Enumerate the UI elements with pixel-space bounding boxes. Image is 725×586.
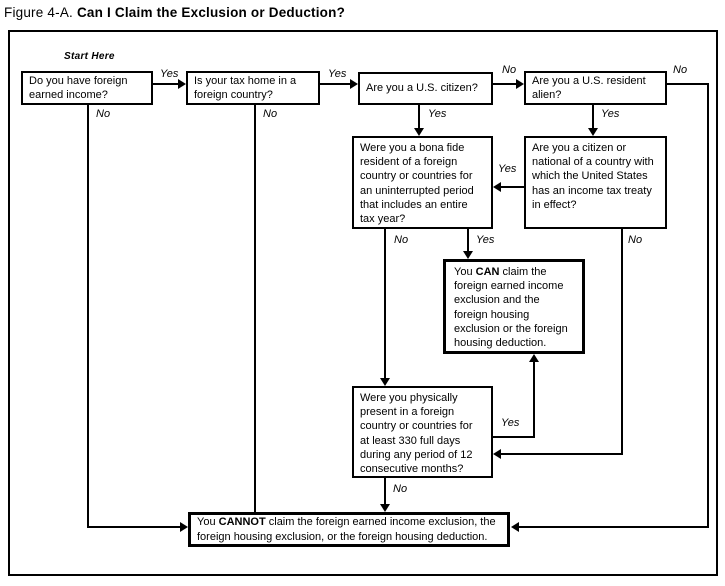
edge-physical-presence-yes-label: Yes [501,417,520,429]
edge-resident-alien-no-arrowhead [511,522,519,532]
outcome-can-pre: You [454,266,476,278]
decision-box-tax-treaty: Are you a citizen or national of a count… [524,136,667,229]
outcome-cannot-claim-text: You CANNOT claim the foreign earned inco… [197,515,503,543]
edge-tax-home-yes-line [320,83,350,85]
edge-us-citizen-yes-line [418,104,420,128]
edge-tax-home-yes-arrowhead [350,79,358,89]
decision-box-us-citizen: Are you a U.S. citizen? [358,72,493,105]
edge-resident-alien-yes-label: Yes [601,108,620,120]
decision-box-resident-alien-text: Are you a U.S. resident alien? [532,74,646,101]
decision-box-physical-presence: Were you physically present in a foreign… [352,386,493,478]
outcome-can-emphasis: CAN [475,266,500,278]
edge-bona-fide-no-line [384,229,386,378]
decision-box-tax-home: Is your tax home in a foreign country? [186,71,320,105]
edge-foreign-income-yes-arrowhead [178,79,186,89]
edge-treaty-no-arrowhead [493,449,501,459]
outcome-can-post: claim the foreign earned income exclusio… [454,266,568,349]
edge-treaty-yes-arrowhead [493,182,501,192]
edge-resident-alien-yes-arrowhead [588,128,598,136]
edge-treaty-no-line-horizontal [501,453,623,455]
decision-box-bona-fide-residence-text: Were you a bona fide resident of a forei… [360,142,474,225]
edge-resident-alien-yes-line [592,104,594,128]
decision-box-us-citizen-text: Are you a U.S. citizen? [366,82,478,95]
outcome-box-can-claim: You CAN claim the foreign earned income … [443,259,585,354]
edge-bona-fide-yes-line [467,229,469,252]
edge-resident-alien-no-line-vertical [707,83,709,527]
edge-us-citizen-no-label: No [502,64,517,76]
edge-bona-fide-yes-label: Yes [476,234,495,246]
edge-foreign-income-yes-label: Yes [160,68,179,80]
edge-foreign-income-yes-line [153,83,178,85]
decision-box-resident-alien: Are you a U.S. resident alien? [524,71,667,105]
edge-us-citizen-no-line [493,83,516,85]
edge-physical-presence-yes-line-horizontal [493,436,535,438]
outcome-cannot-pre: You [197,516,219,529]
edge-bona-fide-yes-arrowhead [463,251,473,259]
edge-physical-presence-yes-line-vertical [533,362,535,438]
edge-foreign-income-no-arrowhead [180,522,188,532]
decision-box-foreign-income: Do you have foreign earned income? [21,71,153,105]
edge-treaty-yes-label: Yes [498,163,517,175]
edge-treaty-no-line-vertical [621,229,623,455]
outcome-box-cannot-claim: You CANNOT claim the foreign earned inco… [188,512,510,547]
edge-bona-fide-no-arrowhead [380,378,390,386]
edge-us-citizen-no-arrowhead [516,79,524,89]
edge-bona-fide-no-label: No [394,234,409,246]
decision-box-foreign-income-text: Do you have foreign earned income? [29,74,128,101]
edge-physical-presence-no-label: No [393,483,408,495]
decision-box-tax-home-text: Is your tax home in a foreign country? [194,74,297,101]
decision-box-tax-treaty-text: Are you a citizen or national of a count… [532,142,654,211]
figure-title: Figure 4-A. Can I Claim the Exclusion or… [4,5,345,20]
outcome-cannot-post: claim the foreign earned income exclusio… [197,516,496,543]
figure-title-prefix: Figure 4-A. [4,5,73,20]
edge-treaty-yes-line [501,186,524,188]
decision-box-bona-fide-residence: Were you a bona fide resident of a forei… [352,136,493,229]
edge-tax-home-no-line [254,105,256,512]
edge-tax-home-yes-label: Yes [328,68,347,80]
edge-foreign-income-no-line-vertical [87,105,89,527]
start-here-label: Start Here [64,51,115,62]
edge-physical-presence-no-line [384,478,386,504]
edge-us-citizen-yes-arrowhead [414,128,424,136]
figure-title-main: Can I Claim the Exclusion or Deduction? [76,5,346,20]
edge-resident-alien-no-label: No [673,64,688,76]
edge-resident-alien-no-line-bottom [519,526,709,528]
edge-physical-presence-yes-arrowhead [529,354,539,362]
decision-box-physical-presence-text: Were you physically present in a foreign… [360,392,473,475]
edge-treaty-no-label: No [628,234,643,246]
edge-us-citizen-yes-label: Yes [428,108,447,120]
edge-resident-alien-no-line-top [667,83,709,85]
edge-physical-presence-no-arrowhead [380,504,390,512]
edge-tax-home-no-label: No [263,108,278,120]
outcome-can-claim-text: You CAN claim the foreign earned income … [454,266,568,349]
edge-foreign-income-no-label: No [96,108,111,120]
edge-foreign-income-no-line-horizontal [87,526,180,528]
flowchart-frame [8,30,718,576]
outcome-cannot-emphasis: CANNOT [218,516,266,529]
